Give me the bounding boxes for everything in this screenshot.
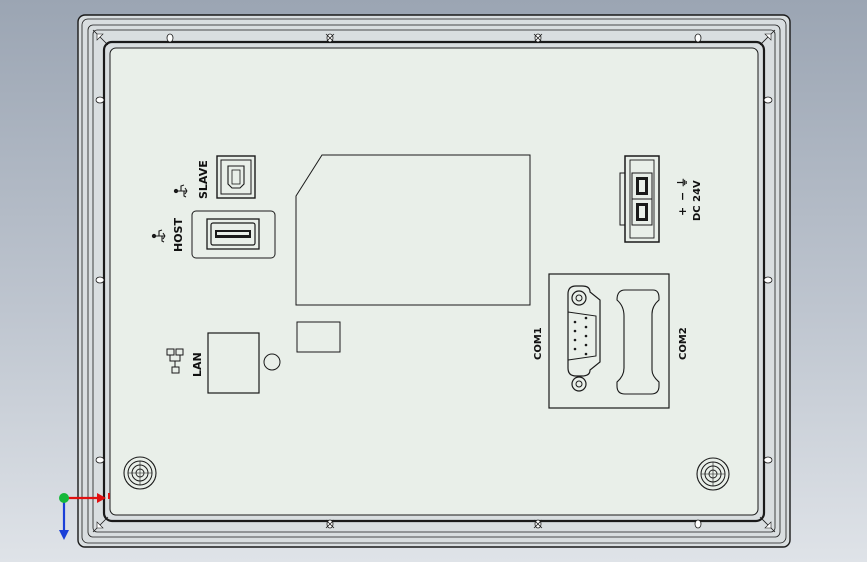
power-label: DC 24V [692, 180, 703, 221]
usb-icon [173, 184, 188, 198]
terminal-minus: − [676, 192, 689, 201]
usb-slave-label: SLAVE [197, 160, 210, 199]
lan-port [207, 332, 281, 394]
rear-panel [102, 40, 766, 523]
power-terminal-symbols: + − ⏚ [676, 177, 689, 216]
usb-host-port [191, 210, 276, 259]
power-terminal [619, 155, 660, 243]
usb-host-label: HOST [172, 218, 185, 252]
dip-cover [296, 321, 341, 353]
mounting-screw-left [123, 456, 157, 490]
usb-icon [151, 229, 166, 243]
com1-dsub [567, 285, 601, 392]
usb-slave-port [216, 155, 256, 199]
com2-cutout [616, 289, 660, 395]
com2-label: COM2 [678, 327, 689, 360]
terminal-plus: + [676, 207, 689, 216]
com-plate [548, 273, 670, 409]
lan-label: LAN [191, 352, 204, 377]
axis-triad [59, 493, 110, 540]
network-icon [166, 348, 184, 374]
com1-label: COM1 [533, 327, 544, 360]
ground-icon: ⏚ [676, 177, 689, 188]
edge-ticks [95, 33, 773, 529]
label-recess [295, 154, 531, 306]
mounting-screw-right [696, 457, 730, 491]
